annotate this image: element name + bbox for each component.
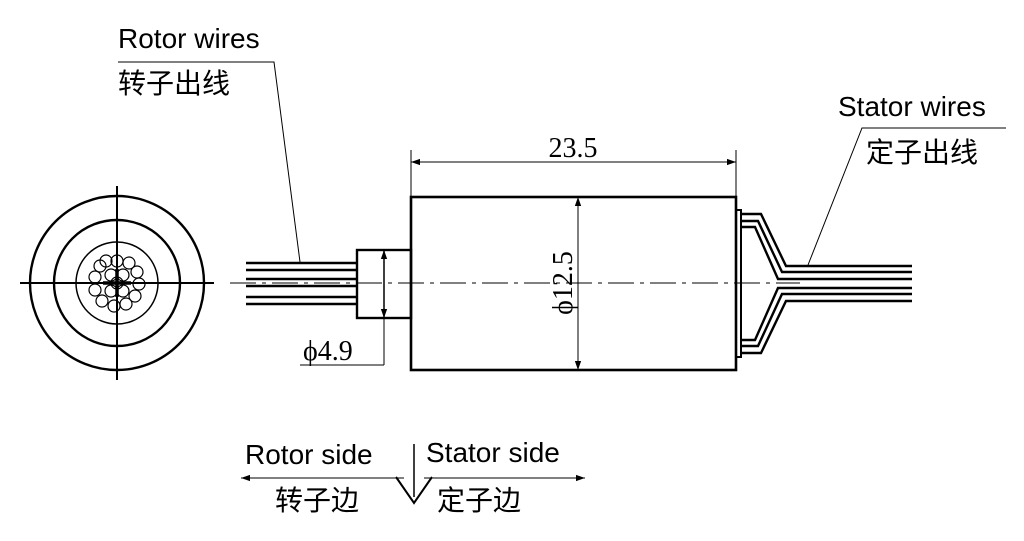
- bundle-wire: [116, 284, 130, 298]
- end-view: [20, 186, 214, 380]
- bundle-wire: [119, 297, 133, 311]
- stator-wires-label-cn: 定子出线: [866, 136, 978, 169]
- rotor-wires-callout: Rotor wires 转子出线: [118, 23, 301, 263]
- bundle-wire: [88, 270, 102, 284]
- bundle-wire: [99, 254, 113, 268]
- length-dimension-text: 23.5: [549, 133, 598, 164]
- rotor-side-label-en: Rotor side: [245, 439, 373, 470]
- bundle-wire: [122, 256, 136, 270]
- stator-wires-label-en: Stator wires: [838, 91, 986, 122]
- stator-side-label-cn: 定子边: [437, 484, 521, 517]
- body-diameter-text: ϕ12.5: [548, 251, 579, 315]
- bundle-wire: [104, 268, 118, 282]
- bundle-wire: [104, 284, 118, 298]
- body-diameter-dimension: ϕ12.5: [548, 197, 582, 370]
- stator-wires-callout: Stator wires 定子出线: [807, 91, 1006, 266]
- bundle-wire: [88, 283, 102, 297]
- rotor-wires-label-en: Rotor wires: [118, 23, 260, 54]
- rotor-wires-leader: [118, 61, 301, 263]
- stator-side-label-en: Stator side: [426, 437, 560, 468]
- bundle-wire: [107, 299, 121, 313]
- bundle-wire: [116, 268, 130, 282]
- bundle-wire: [95, 294, 109, 308]
- shaft-diameter-dimension: ϕ4.9: [300, 250, 388, 367]
- divider-arrow-icon: [395, 476, 433, 505]
- bundle-wire: [128, 289, 142, 303]
- side-indicator: Rotor side Stator side 转子边 定子边: [241, 437, 585, 517]
- bundle-wire: [132, 277, 146, 291]
- rotor-wire-bundle: [246, 261, 357, 306]
- stator-wires-leader: [807, 127, 1006, 266]
- end-view-wire-bundle: [88, 254, 146, 313]
- stator-wire-bundle: [741, 212, 912, 355]
- rotor-side-label-cn: 转子边: [275, 484, 359, 517]
- rotor-wires-label-cn: 转子出线: [118, 67, 230, 100]
- shaft-diameter-text: ϕ4.9: [303, 336, 353, 367]
- length-dimension: 23.5: [410, 133, 737, 197]
- bundle-wire: [130, 265, 144, 279]
